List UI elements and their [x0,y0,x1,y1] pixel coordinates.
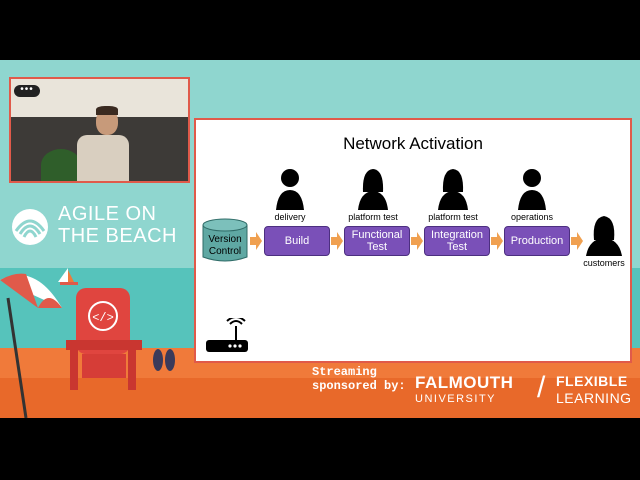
role-label-customers: customers [583,258,625,268]
slide-title: Network Activation [343,134,483,153]
conference-logo: AGILE ON THE BEACH [10,203,190,251]
presentation-slide: Network Activation delivery platform tes… [194,118,632,363]
flexible-learning-line-2: LEARNING [556,390,632,406]
background-sand-dark [0,378,640,418]
person-icon [358,169,388,210]
speaker-head [96,109,118,135]
person-icon [438,169,468,210]
falmouth-logo: FALMOUTH [415,373,514,392]
video-frame: ••• AGILE ON THE BEACH </> [0,60,640,418]
logo-separator: / [537,371,546,404]
person-icon [586,216,622,256]
shell-icon [12,209,48,245]
sponsor-text: Streaming sponsored by: [312,365,406,393]
flow-arrow-icon [331,232,343,250]
database-icon [202,218,248,262]
flow-arrow-icon [491,232,503,250]
version-control-label: Version Control [208,234,242,257]
router-icon [206,318,248,352]
speaker-body [77,135,129,181]
svg-text:</>: </> [92,311,114,325]
role-label: delivery [274,212,306,222]
logo-line-1: AGILE ON [58,203,157,225]
flow-arrow-icon [571,232,583,250]
flow-arrow-icon [411,232,423,250]
stage-build: Build [264,226,330,256]
beach-illustration: </> [0,268,175,418]
plant [41,149,81,181]
speaker-camera: ••• [9,77,190,183]
role-label: operations [510,212,554,222]
role-label: platform test [428,212,478,222]
stage-production: Production [504,226,570,256]
logo-line-2: THE BEACH [58,225,177,247]
flexible-learning-line-1: FLEXIBLE [556,373,628,389]
role-label: platform test [348,212,398,222]
falmouth-university: UNIVERSITY [415,393,497,405]
person-icon [518,169,546,210]
person-icon [276,169,304,210]
flow-arrow-icon [250,232,262,250]
camera-menu-icon[interactable]: ••• [14,85,40,97]
